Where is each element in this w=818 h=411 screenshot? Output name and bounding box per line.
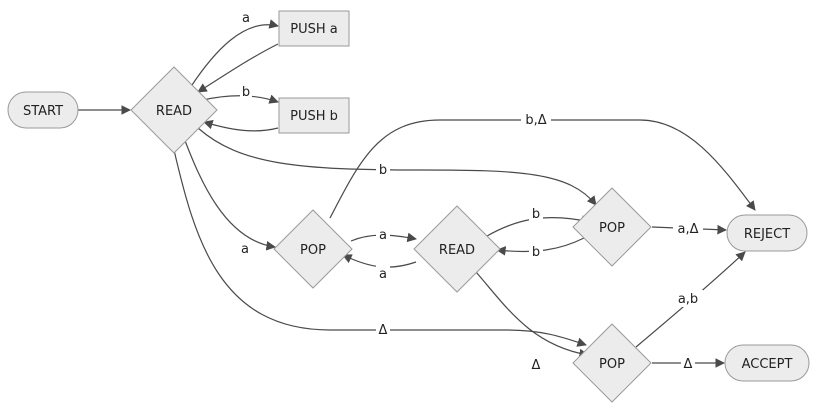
node-start: START xyxy=(7,91,79,129)
svg-text:PUSH b: PUSH b xyxy=(290,109,338,124)
edge-labels: a b b a Δ b,Δ a a xyxy=(238,9,703,373)
edge-label-pop2-read2: b xyxy=(529,243,543,260)
edge-read1-pop2 xyxy=(197,127,597,206)
svg-text:a: a xyxy=(379,228,387,243)
edge-label-pop1-read2: a xyxy=(376,226,390,243)
edge-label-read2-pop1: a xyxy=(376,265,390,282)
svg-text:a,b: a,b xyxy=(678,292,698,307)
svg-text:b: b xyxy=(532,245,540,260)
node-pop-2: POP xyxy=(572,187,652,267)
node-reject: REJECT xyxy=(726,214,808,252)
edge-push-b-read1 xyxy=(203,119,279,132)
edge-read1-push-a xyxy=(189,19,279,89)
edge-label-read2-pop3: Δ xyxy=(529,356,543,373)
edge-label-pop3-accept: Δ xyxy=(681,355,695,372)
svg-text:b: b xyxy=(532,207,540,222)
node-push-b: PUSH b xyxy=(278,97,350,134)
svg-text:REJECT: REJECT xyxy=(744,227,790,242)
edge-read1-pop3 xyxy=(173,149,587,347)
svg-text:b: b xyxy=(242,85,250,100)
edge-label-pop2-reject: a,Δ xyxy=(673,220,703,237)
edge-label-read1-pop2: b xyxy=(376,161,390,178)
svg-text:b: b xyxy=(379,163,387,178)
svg-text:Δ: Δ xyxy=(379,323,388,338)
svg-text:a: a xyxy=(379,267,387,282)
node-push-a: PUSH a xyxy=(278,10,350,47)
svg-text:ACCEPT: ACCEPT xyxy=(742,357,793,372)
svg-text:POP: POP xyxy=(300,243,326,258)
svg-text:POP: POP xyxy=(599,357,625,372)
node-pop-1: POP xyxy=(273,209,353,289)
edge-pop2-read2 xyxy=(496,237,585,256)
svg-text:b,Δ: b,Δ xyxy=(525,113,546,128)
edge-pop1-reject xyxy=(329,119,756,219)
edge-label-read1-pop3: Δ xyxy=(376,321,390,338)
svg-text:Δ: Δ xyxy=(684,357,693,372)
svg-text:PUSH a: PUSH a xyxy=(290,22,337,37)
nodes: START READ PUSH a PUSH b POP READ POP xyxy=(7,10,810,403)
node-read-1: READ xyxy=(130,66,218,154)
node-accept: ACCEPT xyxy=(724,344,810,382)
svg-text:READ: READ xyxy=(439,243,475,258)
node-pop-3: POP xyxy=(572,323,652,403)
edge-push-a-read1 xyxy=(197,43,279,93)
edge-read1-pop1 xyxy=(183,137,276,251)
svg-text:READ: READ xyxy=(156,104,192,119)
edge-label-read2-pop2: b xyxy=(529,205,543,222)
svg-text:a: a xyxy=(241,242,249,257)
edge-label-read1-push-a: a xyxy=(240,9,252,26)
edge-label-pop1-reject: b,Δ xyxy=(521,111,551,128)
svg-text:Δ: Δ xyxy=(532,358,541,373)
edge-read2-pop3 xyxy=(475,271,589,359)
edge-label-read1-push-b: b xyxy=(240,83,252,100)
edge-label-read1-pop1: a xyxy=(238,240,252,257)
edge-label-pop3-reject: a,b xyxy=(673,290,703,307)
svg-text:POP: POP xyxy=(599,221,625,236)
node-read-2: READ xyxy=(413,205,501,293)
svg-text:a,Δ: a,Δ xyxy=(678,222,699,237)
svg-text:START: START xyxy=(23,104,63,119)
svg-text:a: a xyxy=(242,11,250,26)
